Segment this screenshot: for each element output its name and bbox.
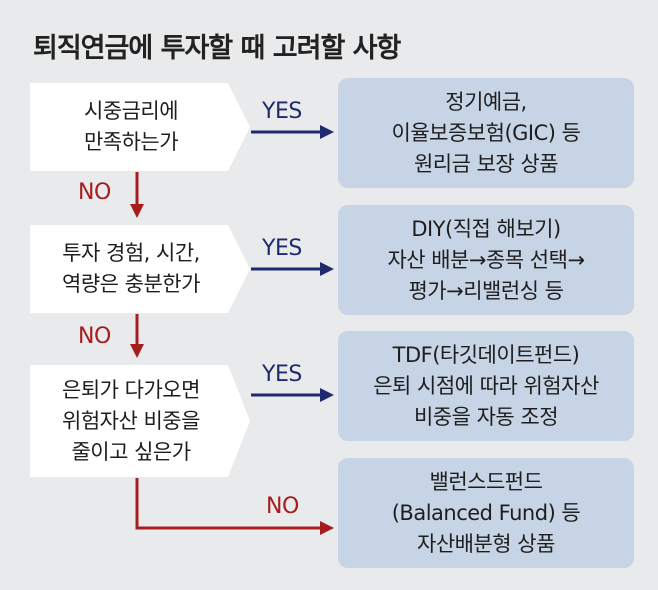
no-arrow-3 <box>135 478 322 530</box>
answer-3-line-2: 은퇴 시점에 따라 위험자산 <box>373 373 599 398</box>
answer-4: 밸런스드펀드 (Balanced Fund) 등 자산배분형 상품 <box>338 458 634 568</box>
answer-2-line-2: 자산 배분→종목 선택→ <box>387 247 585 272</box>
answer-4-line-2: (Balanced Fund) 등 <box>391 500 581 525</box>
no-label-3: NO <box>266 494 299 519</box>
answer-1: 정기예금, 이율보증보험(GIC) 등 원리금 보장 상품 <box>338 78 634 188</box>
yes-arrowhead-3 <box>320 388 334 402</box>
question-3-line-2: 위험자산 비중을 <box>62 408 200 433</box>
answer-3-line-3: 비중을 자동 조정 <box>413 404 559 429</box>
question-2-line-1: 투자 경험, 시간, <box>62 241 200 265</box>
yes-arrowhead-1 <box>320 125 334 139</box>
answer-1-line-3: 원리금 보장 상품 <box>413 151 559 176</box>
question-1-line-2: 만족하는가 <box>83 130 179 154</box>
answer-3-line-1: TDF(타깃데이트펀드) <box>392 342 580 367</box>
yes-arrowhead-2 <box>320 262 334 276</box>
yes-label-2: YES <box>262 236 302 261</box>
question-3: 은퇴가 다가오면 위험자산 비중을 줄이고 싶은가 <box>30 365 250 477</box>
answer-1-line-1: 정기예금, <box>445 89 527 114</box>
no-label-2: NO <box>78 324 111 349</box>
answer-2-line-1: DIY(직접 해보기) <box>411 216 561 241</box>
question-2: 투자 경험, 시간, 역량은 충분한가 <box>30 225 250 313</box>
answer-2: DIY(직접 해보기) 자산 배분→종목 선택→ 평가→리밸런싱 등 <box>338 205 634 315</box>
question-3-line-3: 줄이고 싶은가 <box>71 439 191 464</box>
no-label-1: NO <box>78 180 111 205</box>
question-1: 시중금리에 만족하는가 <box>30 83 250 171</box>
answer-4-line-3: 자산배분형 상품 <box>417 531 555 556</box>
yes-label-1: YES <box>262 99 302 124</box>
answer-4-line-1: 밸런스드펀드 <box>429 469 543 494</box>
question-2-line-2: 역량은 충분한가 <box>62 272 200 296</box>
question-1-line-1: 시중금리에 <box>83 99 179 123</box>
answer-3: TDF(타깃데이트펀드) 은퇴 시점에 따라 위험자산 비중을 자동 조정 <box>338 331 634 441</box>
yes-label-3: YES <box>262 362 302 387</box>
question-3-line-1: 은퇴가 다가오면 <box>62 377 200 402</box>
no-arrowhead-1 <box>130 204 144 218</box>
no-arrowhead-3 <box>320 521 334 535</box>
answer-2-line-3: 평가→리밸런싱 등 <box>408 278 564 303</box>
diagram-title: 퇴직연금에 투자할 때 고려할 사항 <box>33 33 401 64</box>
no-arrowhead-2 <box>130 344 144 358</box>
answer-1-line-2: 이율보증보험(GIC) 등 <box>391 120 581 145</box>
